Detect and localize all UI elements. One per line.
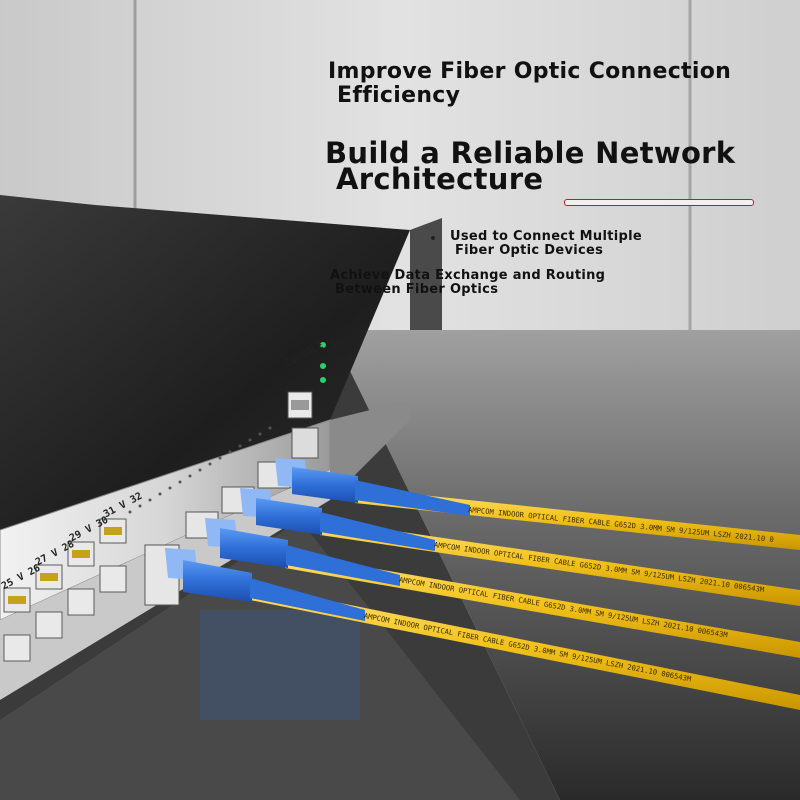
feature-2-line-b: Between Fiber Optics (335, 282, 499, 297)
led-link (320, 363, 326, 369)
fiber-cables (250, 488, 800, 710)
headline-line-1a: Improve Fiber Optic Connection (328, 59, 732, 84)
accent-divider (564, 199, 754, 206)
led-sd (320, 342, 326, 348)
headline-line-2a: Build a Reliable Network (325, 136, 736, 170)
sc-connectors (165, 458, 470, 621)
rj45-ports (3, 518, 127, 662)
feature-1-line-a: Used to Connect Multiple (450, 229, 642, 244)
headline-line-1b: Efficiency (337, 83, 461, 108)
feature-1-line-b: Fiber Optic Devices (455, 243, 604, 258)
feature-2-line-a: Achieve Data Exchange and Routing (330, 268, 606, 283)
headline-line-2b: Architecture (336, 162, 544, 196)
led-usb (320, 377, 326, 383)
